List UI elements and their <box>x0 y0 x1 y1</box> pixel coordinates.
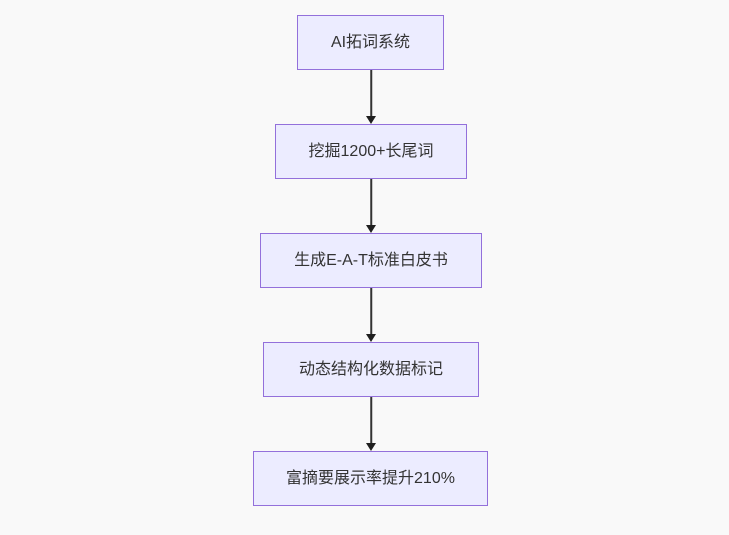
arrow-line <box>370 179 372 225</box>
flowchart-node-longtail-mining: 挖掘1200+长尾词 <box>275 124 467 179</box>
flow-arrow <box>365 397 377 451</box>
flowchart-node-ai-system: AI拓词系统 <box>297 15 444 70</box>
arrowhead-down-icon <box>366 225 376 233</box>
node-label: 生成E-A-T标准白皮书 <box>294 251 448 269</box>
arrowhead-down-icon <box>366 116 376 124</box>
flow-arrow <box>365 179 377 233</box>
arrow-line <box>370 288 372 334</box>
arrowhead-down-icon <box>366 334 376 342</box>
node-label: 富摘要展示率提升210% <box>286 469 455 487</box>
node-label: AI拓词系统 <box>330 33 411 51</box>
node-label: 动态结构化数据标记 <box>298 360 443 378</box>
arrow-line <box>370 70 372 116</box>
flow-arrow <box>365 70 377 124</box>
arrow-line <box>370 397 372 443</box>
arrowhead-down-icon <box>366 443 376 451</box>
flowchart-node-rich-snippet-result: 富摘要展示率提升210% <box>253 451 488 506</box>
flowchart-node-structured-data: 动态结构化数据标记 <box>263 342 479 397</box>
flow-arrow <box>365 288 377 342</box>
node-label: 挖掘1200+长尾词 <box>308 142 434 160</box>
flowchart-node-eat-whitepaper: 生成E-A-T标准白皮书 <box>260 233 482 288</box>
